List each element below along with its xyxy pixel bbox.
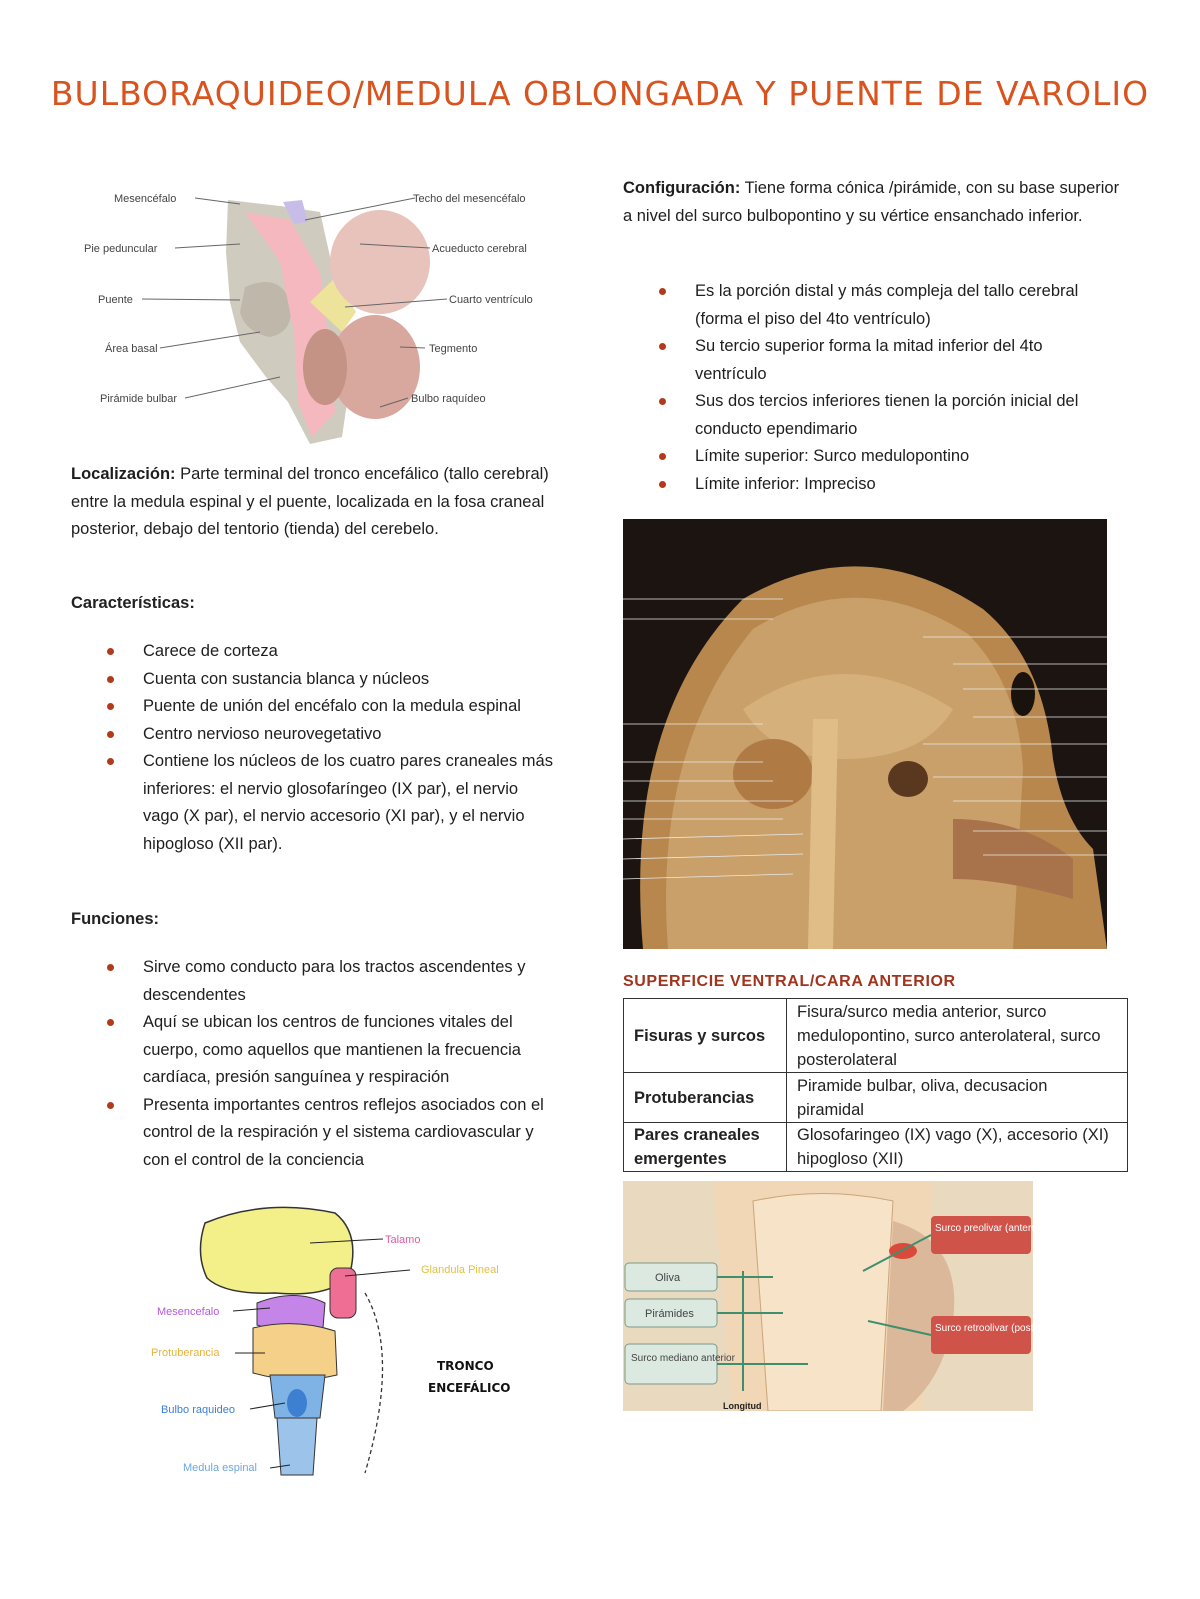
- list-item: Límite superior: Surco medulopontino: [623, 443, 1113, 471]
- caracteristicas-list: Carece de corteza Cuenta con sustancia b…: [71, 638, 555, 858]
- list-item: Centro nervioso neurovegetativo: [71, 721, 555, 749]
- table-header-cell: Protuberancias: [623, 1072, 787, 1123]
- list-item: Su tercio superior forma la mitad inferi…: [623, 333, 1113, 388]
- list-item: Es la porción distal y más compleja del …: [623, 278, 1113, 333]
- fig2-label: Bulbo raquideo: [161, 1404, 235, 1416]
- fig1-label: Acueducto cerebral: [432, 243, 527, 255]
- table-header-cell: Fisuras y surcos: [623, 998, 787, 1073]
- table-cell: Fisura/surco media anterior, surco medul…: [786, 998, 1128, 1073]
- list-item: Sus dos tercios inferiores tienen la por…: [623, 388, 1113, 443]
- fig4-label: Surco mediano anterior: [631, 1353, 736, 1364]
- funciones-list: Sirve como conducto para los tractos asc…: [71, 954, 555, 1174]
- list-item: Contiene los núcleos de los cuatro pares…: [71, 748, 555, 858]
- list-item: Presenta importantes centros reflejos as…: [71, 1092, 555, 1175]
- funciones-heading: Funciones:: [71, 910, 160, 928]
- tronco-encefalico-figure: Talamo Glandula Pineal Mesencefalo Protu…: [151, 1206, 510, 1476]
- fig2-label: Mesencefalo: [157, 1306, 219, 1318]
- sagittal-head-photo: [623, 519, 1107, 949]
- fig2-side-label-2: ENCEFÁLICO: [428, 1380, 510, 1395]
- localizacion-label: Localización:: [71, 465, 176, 483]
- fig2-side-label-1: TRONCO: [437, 1359, 494, 1373]
- list-item: Puente de unión del encéfalo con la medu…: [71, 693, 555, 721]
- fig1-label: Techo del mesencéfalo: [413, 193, 526, 205]
- fig1-label: Tegmento: [429, 343, 477, 355]
- fig2-label: Medula espinal: [183, 1462, 257, 1474]
- fig4-label: Oliva: [655, 1272, 681, 1284]
- ventral-table: Fisuras y surcos Fisura/surco media ante…: [623, 998, 1128, 1172]
- fig1-label: Pie peduncular: [84, 243, 158, 255]
- caracteristicas-heading: Características:: [71, 594, 195, 612]
- fig4-label: Pirámides: [645, 1308, 694, 1320]
- list-item: Cuenta con sustancia blanca y núcleos: [71, 666, 555, 694]
- fig4-label: Longitud: [723, 1401, 761, 1411]
- localizacion-text: Parte terminal del tronco encefálico (ta…: [71, 465, 549, 538]
- list-item: Sirve como conducto para los tractos asc…: [71, 954, 555, 1009]
- list-item: Límite inferior: Impreciso: [623, 471, 1113, 499]
- brainstem-sagittal-figure: Mesencéfalo Pie peduncular Puente Área b…: [84, 193, 533, 444]
- table-row: Fisuras y surcos Fisura/surco media ante…: [623, 998, 1128, 1073]
- table-cell: Piramide bulbar, oliva, decusacion piram…: [786, 1072, 1128, 1123]
- fig2-label: Protuberancia: [151, 1347, 220, 1359]
- table-cell: Glosofaringeo (IX) vago (X), accesorio (…: [786, 1122, 1128, 1172]
- fig4-label: Surco preolivar (anterolateral): [935, 1223, 1033, 1234]
- configuracion-paragraph: Configuración: Tiene forma cónica /pirám…: [623, 175, 1128, 230]
- fig1-label: Cuarto ventrículo: [449, 294, 533, 306]
- list-item: Aquí se ubican los centros de funciones …: [71, 1009, 555, 1092]
- page-title: BULBORAQUIDEO/MEDULA OBLONGADA Y PUENTE …: [50, 74, 1150, 113]
- fig1-label: Área basal: [105, 342, 158, 355]
- fig1-label: Pirámide bulbar: [100, 393, 177, 405]
- fig2-label: Glandula Pineal: [421, 1264, 499, 1276]
- fig1-label: Bulbo raquídeo: [411, 393, 486, 405]
- fig1-label: Mesencéfalo: [114, 193, 176, 205]
- configuracion-text: Tiene forma cónica /pirámide, con su bas…: [623, 179, 1120, 225]
- ventral-section-title: SUPERFICIE VENTRAL/CARA ANTERIOR: [623, 973, 956, 990]
- localizacion-paragraph: Localización: Parte terminal del tronco …: [71, 461, 551, 544]
- fig4-label: Surco retroolivar (posterolateral): [935, 1323, 1033, 1334]
- table-header-cell: Pares craneales emergentes: [623, 1122, 787, 1172]
- fig2-label: Talamo: [385, 1234, 420, 1246]
- table-row: Pares craneales emergentes Glosofaringeo…: [623, 1122, 1128, 1172]
- list-item: Carece de corteza: [71, 638, 555, 666]
- fig1-label: Puente: [98, 294, 133, 306]
- configuracion-list: Es la porción distal y más compleja del …: [623, 278, 1113, 498]
- table-row: Protuberancias Piramide bulbar, oliva, d…: [623, 1072, 1128, 1123]
- configuracion-label: Configuración:: [623, 179, 741, 197]
- ventral-brainstem-figure: Oliva Pirámides Surco mediano anterior S…: [623, 1181, 1033, 1411]
